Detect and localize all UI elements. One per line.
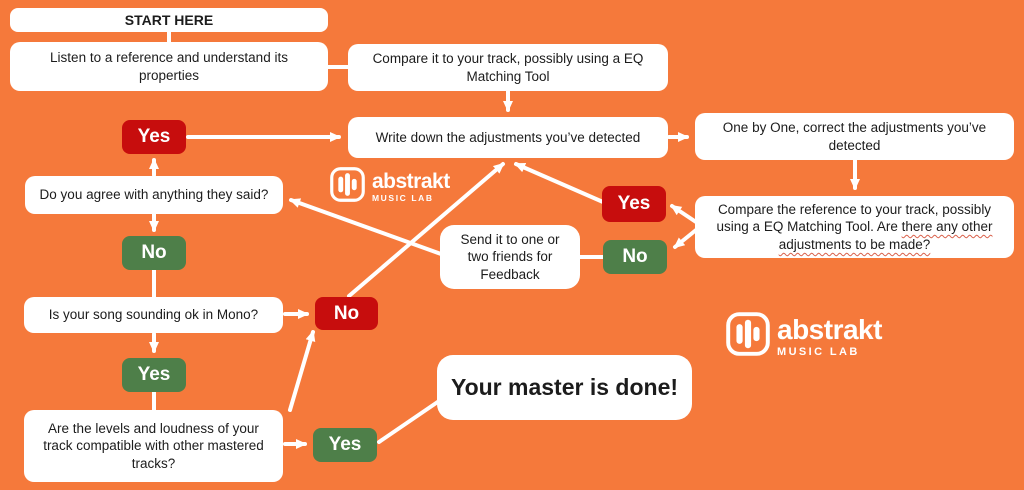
connector-levels-monono (288, 330, 316, 412)
node-mono-question: Is your song sounding ok in Mono? (24, 297, 283, 333)
badge-adjust-yes: Yes (602, 186, 666, 222)
abstrakt-logo-small: abstrakt MUSIC LAB (330, 167, 450, 207)
connector-monono-write (347, 162, 505, 298)
badge-mono-yes: Yes (122, 358, 186, 392)
node-compare-eq-tool: Compare it to your track, possibly using… (348, 44, 668, 91)
abstrakt-logo-subtitle: MUSIC LAB (372, 193, 434, 204)
abstrakt-logo-name: abstrakt (777, 313, 882, 345)
connector-send-agree (289, 198, 443, 256)
node-start-here: START HERE (10, 8, 328, 32)
node-send-to-friends: Send it to one or two friends for Feedba… (440, 225, 580, 289)
node-levels-loudness-question: Are the levels and loudness of your trac… (24, 410, 283, 482)
connector-compareref-no (673, 228, 698, 249)
abstrakt-logo-large: abstrakt MUSIC LAB (726, 312, 882, 361)
abstrakt-logo-subtitle: MUSIC LAB (777, 345, 860, 358)
abstrakt-logo-words: abstrakt MUSIC LAB (777, 313, 882, 358)
badge-agree-no: No (122, 236, 186, 270)
abstrakt-logo-words: abstrakt MUSIC LAB (372, 171, 450, 203)
badge-agree-yes: Yes (122, 120, 186, 154)
node-one-by-one-correct: One by One, correct the adjustments you’… (695, 113, 1014, 160)
abstrakt-logo-icon (330, 167, 365, 207)
abstrakt-logo-name: abstrakt (372, 170, 450, 194)
node-write-down-adjustments: Write down the adjustments you’ve detect… (348, 117, 668, 158)
badge-levels-yes: Yes (313, 428, 377, 462)
badge-mono-no: No (315, 297, 378, 330)
badge-adjust-no: No (603, 240, 667, 274)
compare-reference-text: Compare the reference to your track, pos… (707, 201, 1002, 254)
connector-levelsyes-done (377, 397, 444, 444)
node-listen-reference: Listen to a reference and understand its… (10, 42, 328, 91)
node-do-you-agree: Do you agree with anything they said? (25, 176, 283, 214)
compare-reference-text-underlined: there any other adjustments to be made? (778, 219, 993, 252)
node-compare-reference-question: Compare the reference to your track, pos… (695, 196, 1014, 258)
connector-compareref-yes (670, 204, 698, 224)
node-master-done: Your master is done! (437, 355, 692, 420)
connector-adjustyes-write (514, 162, 605, 204)
compare-reference-text-plain: Compare the reference to your track, pos… (716, 201, 992, 235)
abstrakt-logo-icon (726, 312, 770, 361)
